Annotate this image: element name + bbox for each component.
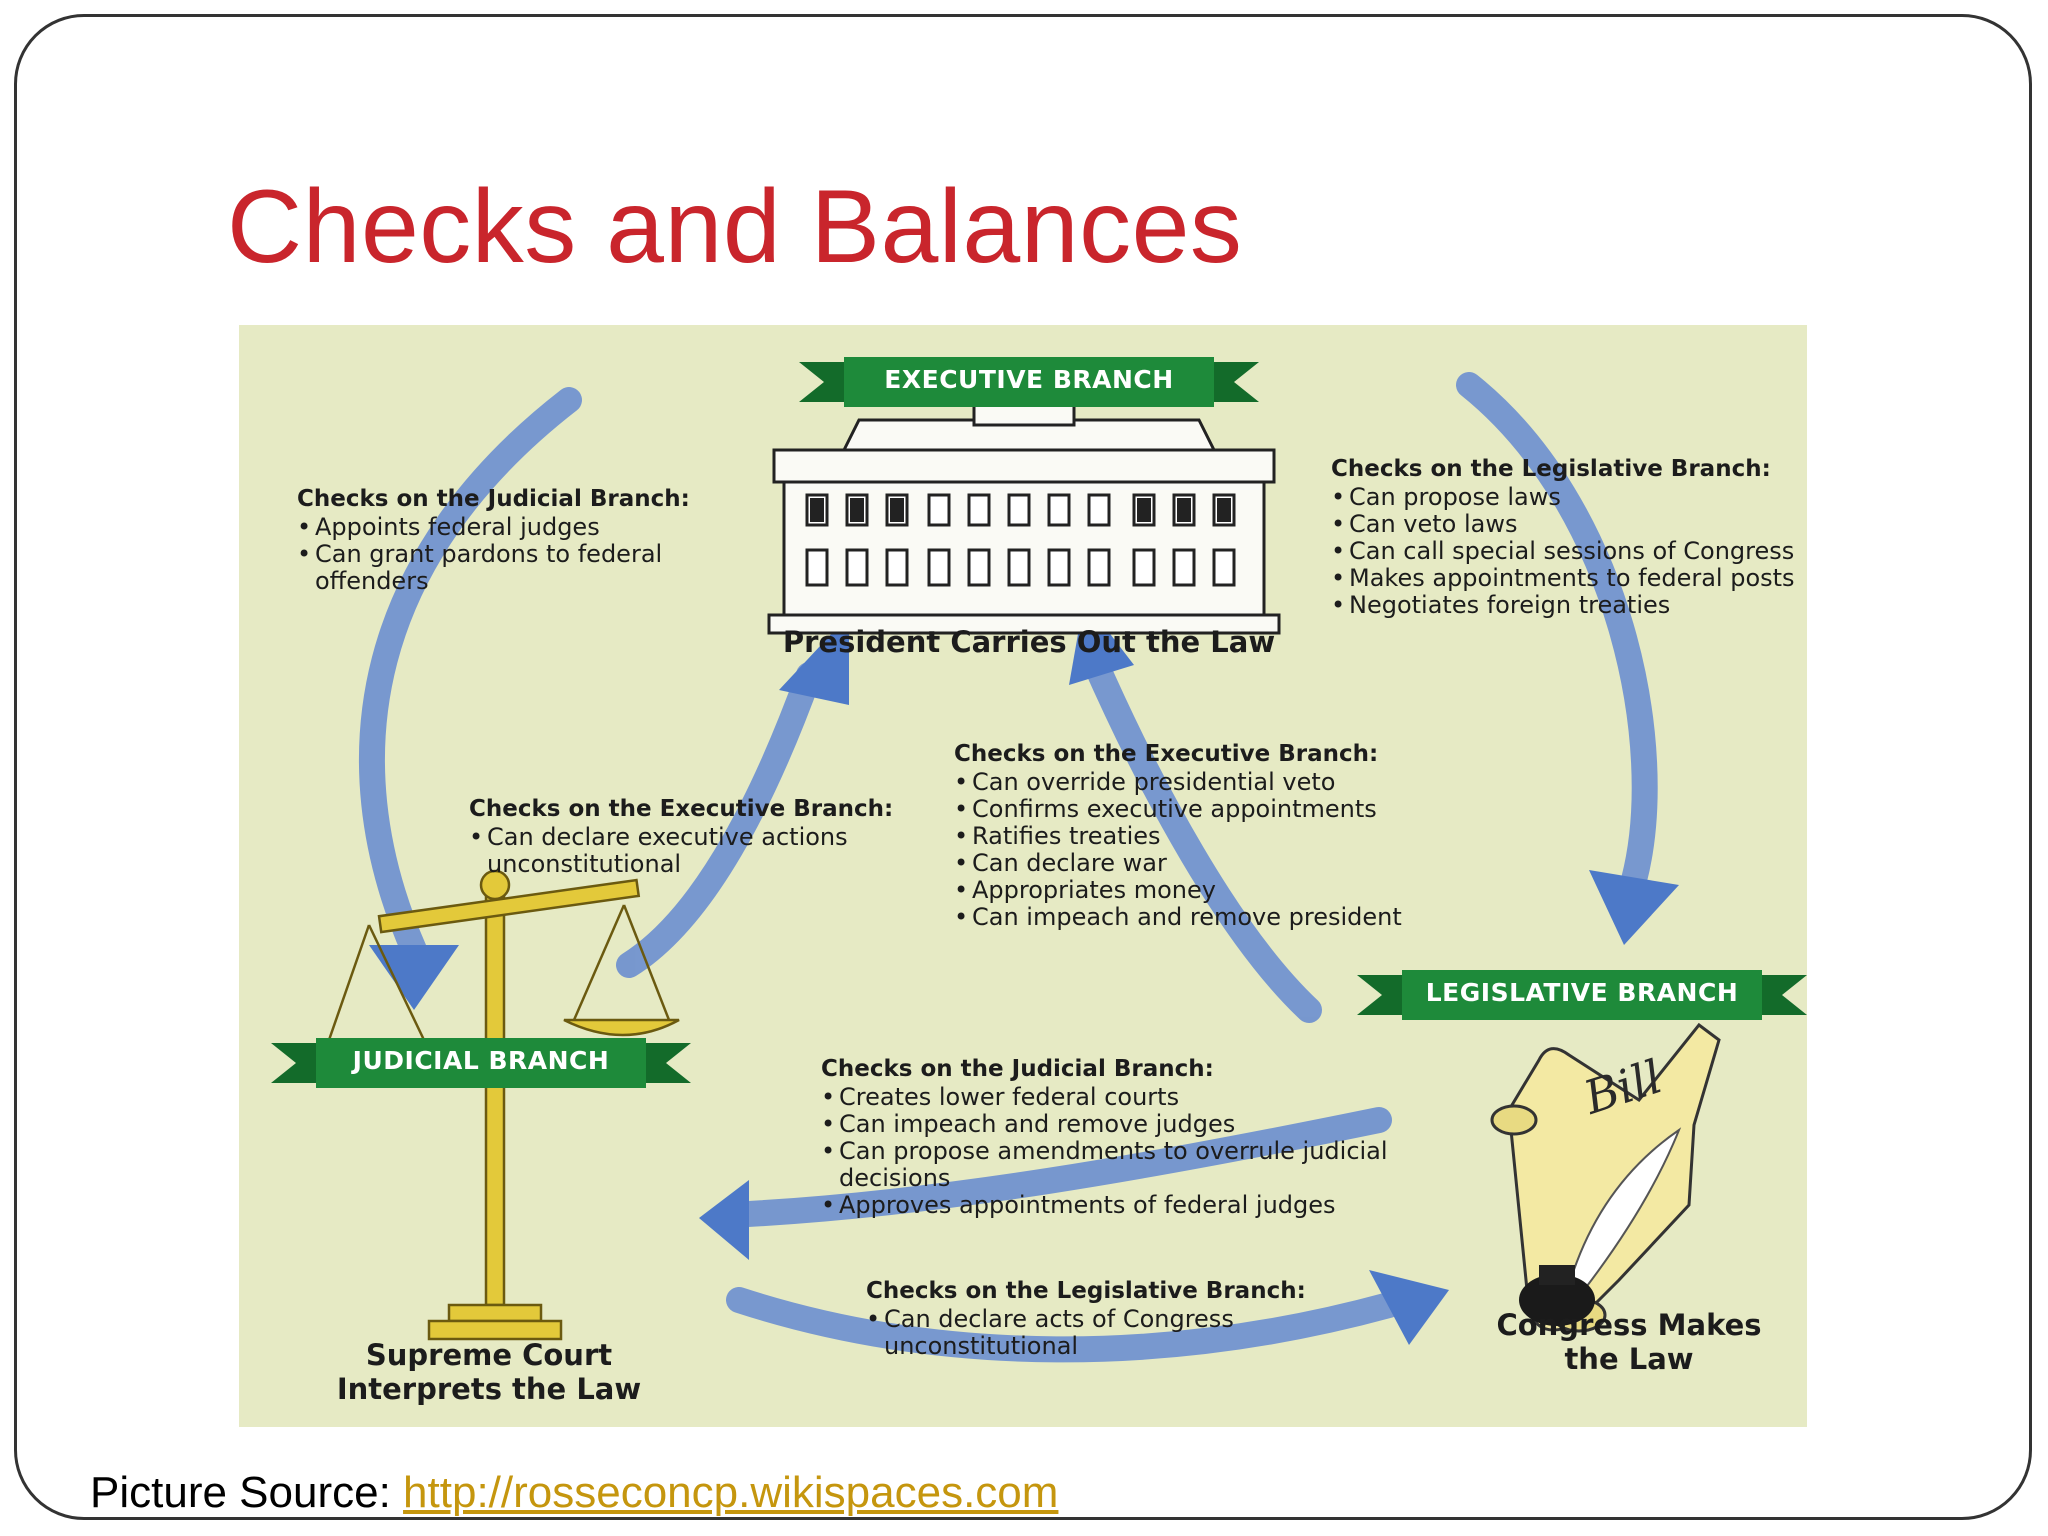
- arrow-exec-to-judicial: [359, 387, 582, 963]
- slide-title: Checks and Balances: [227, 169, 1243, 285]
- check-item: Can impeach and remove president: [954, 904, 1402, 932]
- exec-checks-on-legislative: Checks on the Legislative Branch: Can pr…: [1331, 455, 1795, 619]
- banner-ribbon-shape: [799, 357, 1259, 407]
- check-item: Can impeach and remove judges: [821, 1111, 1388, 1139]
- picture-source-link[interactable]: http://rosseconcp.wikispaces.com: [403, 1468, 1059, 1517]
- slide-frame: [14, 14, 2032, 1520]
- legislative-checks-on-judicial: Checks on the Judicial Branch: Creates l…: [821, 1055, 1388, 1219]
- check-item: Makes appointments to federal posts: [1331, 565, 1795, 593]
- judicial-checks-on-executive: Checks on the Executive Branch: Can decl…: [469, 795, 893, 878]
- arrowhead-legislative: [1589, 870, 1679, 945]
- check-heading: Checks on the Judicial Branch:: [821, 1056, 1214, 1082]
- check-item: Can override presidential veto: [954, 769, 1402, 797]
- judicial-caption-line-1: Supreme Court: [365, 1338, 613, 1372]
- check-item-continued: offenders: [315, 567, 429, 595]
- check-item: Ratifies treaties: [954, 823, 1402, 851]
- legislative-caption-line-2: the Law: [1564, 1342, 1694, 1376]
- check-item: Can veto laws: [1331, 511, 1795, 539]
- check-heading: Checks on the Judicial Branch:: [297, 486, 690, 512]
- check-heading: Checks on the Executive Branch:: [954, 741, 1379, 767]
- check-item: Can declare executive actions: [469, 824, 893, 852]
- check-item: Can propose amendments to overrule judic…: [821, 1138, 1388, 1166]
- arrow-exec-to-legislative: [1456, 372, 1658, 893]
- checks-and-balances-diagram: EXECUTIVE BRANCH LEGISLATIVE BRANCH JUDI…: [239, 325, 1807, 1427]
- arrowhead-legislative-right: [1369, 1270, 1449, 1345]
- check-item-continued: unconstitutional: [884, 1332, 1079, 1360]
- judicial-caption: Supreme Court Interprets the Law: [299, 1338, 679, 1406]
- white-house-illustration: [767, 395, 1281, 635]
- executive-branch-label: EXECUTIVE BRANCH: [884, 365, 1174, 394]
- check-item: Confirms executive appointments: [954, 796, 1402, 824]
- judicial-caption-line-2: Interprets the Law: [336, 1372, 642, 1406]
- diagram-graphics: [318, 372, 1721, 1363]
- judicial-checks-on-legislative: Checks on the Legislative Branch: Can de…: [866, 1277, 1306, 1360]
- picture-source-label: Picture Source:: [90, 1468, 391, 1517]
- judicial-branch-banner: JUDICIAL BRANCH: [271, 1038, 691, 1088]
- check-item-continued: decisions: [839, 1164, 951, 1192]
- check-item: Can call special sessions of Congress: [1331, 538, 1795, 566]
- executive-caption: President Carries Out the Law: [782, 625, 1276, 659]
- check-item: Can declare acts of Congress: [866, 1306, 1306, 1334]
- legislative-caption: Congress Makes the Law: [1479, 1308, 1779, 1376]
- picture-source: Picture Source: http://rosseconcp.wikisp…: [90, 1468, 1058, 1518]
- check-item: Can propose laws: [1331, 484, 1795, 512]
- arrowhead-judicial: [369, 945, 459, 1010]
- scales-of-justice-illustration: [318, 869, 680, 1341]
- check-item: Creates lower federal courts: [821, 1084, 1388, 1112]
- arrowhead-judicial-left: [699, 1180, 749, 1260]
- check-heading: Checks on the Legislative Branch:: [866, 1278, 1306, 1304]
- check-item: Can declare war: [954, 850, 1402, 878]
- check-item: Appoints federal judges: [297, 514, 690, 542]
- check-item: Approves appointments of federal judges: [821, 1192, 1388, 1220]
- quill-and-inkwell-icon: [1519, 1127, 1682, 1326]
- banner-ribbon-shape: [1357, 970, 1807, 1020]
- exec-checks-on-judicial: Checks on the Judicial Branch: Appoints …: [297, 485, 690, 595]
- check-item: Can grant pardons to federal: [297, 541, 690, 569]
- legislative-branch-label: LEGISLATIVE BRANCH: [1425, 978, 1739, 1007]
- banner-ribbon-shape: [271, 1038, 691, 1088]
- check-item: Appropriates money: [954, 877, 1402, 905]
- legislative-caption-line-1: Congress Makes: [1496, 1308, 1762, 1342]
- check-item-continued: unconstitutional: [487, 850, 682, 878]
- check-item: Negotiates foreign treaties: [1331, 592, 1795, 620]
- legislative-branch-banner: LEGISLATIVE BRANCH: [1357, 970, 1807, 1020]
- judicial-branch-label: JUDICIAL BRANCH: [352, 1046, 610, 1075]
- arrowhead-exec-left: [779, 615, 849, 705]
- check-heading: Checks on the Legislative Branch:: [1331, 456, 1771, 482]
- check-heading: Checks on the Executive Branch:: [469, 796, 894, 822]
- executive-branch-banner: EXECUTIVE BRANCH: [799, 357, 1259, 407]
- legislative-checks-on-executive: Checks on the Executive Branch: Can over…: [954, 740, 1402, 931]
